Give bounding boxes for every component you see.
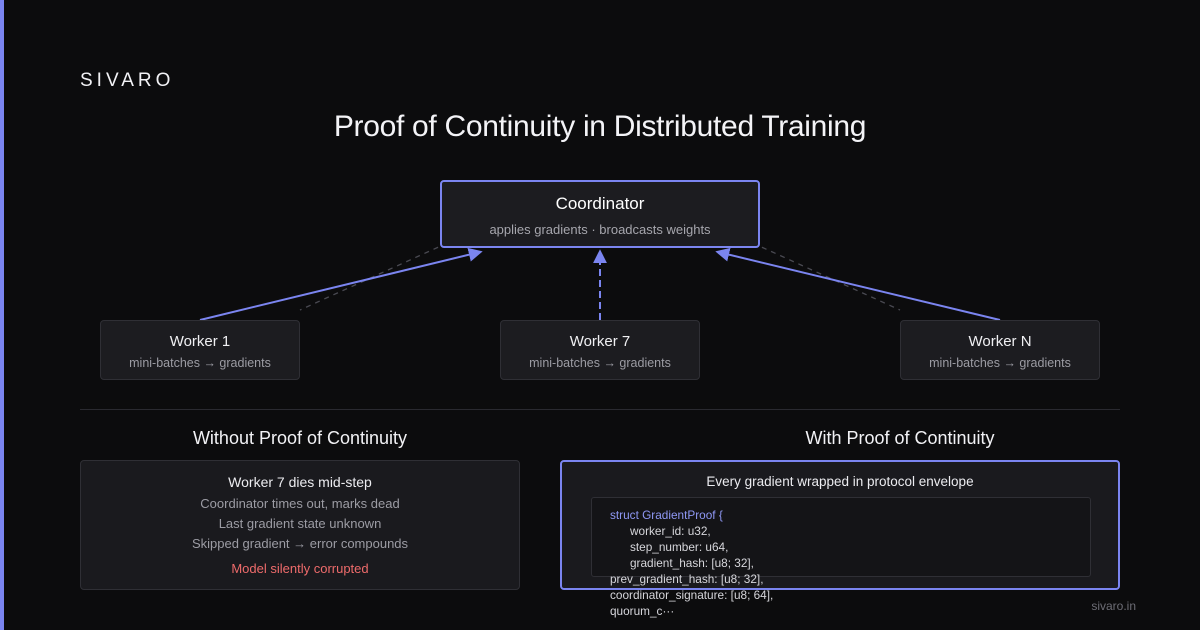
code-field: quorum_c··· [610, 604, 675, 618]
code-field: prev_gradient_hash: [u8; 32], [610, 572, 764, 586]
failure-panel-title: Worker 7 dies mid-step [228, 474, 372, 490]
protocol-panel-title: Every gradient wrapped in protocol envel… [706, 474, 974, 489]
worker-subtitle: mini-batches → gradients [929, 356, 1071, 370]
accent-bar [0, 0, 4, 630]
brand-logo: SIVARO [80, 70, 175, 91]
failure-line: Coordinator times out, marks dead [200, 496, 400, 511]
gradient-proof-code: struct GradientProof { worker_id: u32, ste… [610, 507, 773, 619]
protocol-panel: Every gradient wrapped in protocol envel… [560, 460, 1120, 590]
corruption-alert: Model silently corrupted [231, 561, 369, 576]
code-block [591, 497, 1091, 577]
worker-node-7: Worker 7 mini-batches → gradients [500, 320, 700, 380]
failure-line: Skipped gradient → error compounds [191, 536, 409, 551]
code-struct-line: struct GradientProof { [610, 508, 723, 522]
footer-url: sivaro.in [1091, 599, 1136, 613]
coordinator-subtitle: applies gradients · broadcasts weights [489, 222, 711, 237]
coordinator-node: Coordinator applies gradients · broadcas… [440, 180, 760, 248]
code-field: gradient_hash: [u8; 32], [630, 556, 754, 570]
section-divider [80, 409, 1120, 410]
page-title: Proof of Continuity in Distributed Train… [333, 110, 867, 143]
worker-title: Worker N [968, 333, 1032, 350]
code-field: step_number: u64, [630, 540, 729, 554]
gradient-arrow-wn [715, 247, 1001, 321]
failure-panel: Worker 7 dies mid-step Coordinator times… [80, 460, 520, 590]
worker-node-n: Worker N mini-batches → gradients [900, 320, 1100, 380]
without-section-heading: Without Proof of Continuity [192, 428, 408, 448]
coordinator-title: Coordinator [555, 194, 645, 213]
worker-title: Worker 1 [169, 333, 231, 350]
failure-line: Last gradient state unknown [218, 516, 382, 531]
code-field: worker_id: u32, [630, 524, 711, 538]
worker-node-1: Worker 1 mini-batches → gradients [100, 320, 300, 380]
gradient-arrow-w1 [199, 247, 483, 321]
worker-subtitle: mini-batches → gradients [129, 356, 271, 370]
worker-title: Worker 7 [569, 333, 631, 350]
code-field: coordinator_signature: [u8; 64], [610, 588, 774, 602]
with-section-heading: With Proof of Continuity [805, 428, 995, 448]
worker-subtitle: mini-batches → gradients [529, 356, 671, 370]
